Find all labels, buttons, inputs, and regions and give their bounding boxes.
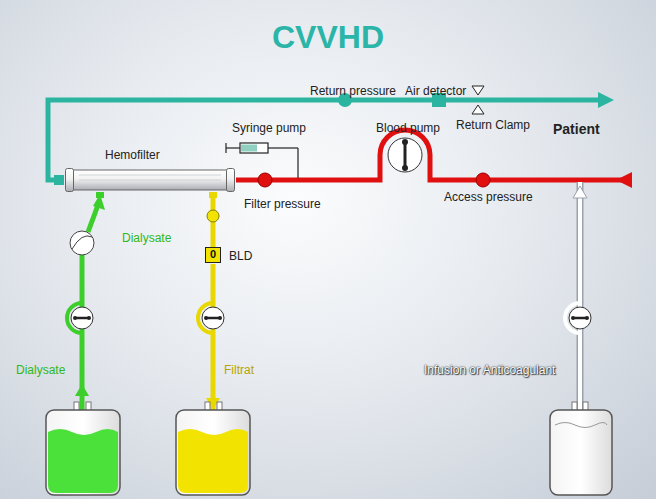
clamp-label: Return Clamp — [456, 118, 530, 132]
blood-pump — [388, 138, 422, 172]
dialysate-line — [46, 192, 120, 495]
dialysate-heater — [70, 231, 94, 255]
sensor-label: Air detector — [405, 84, 466, 98]
hemofilter-body — [65, 168, 235, 192]
return-clamp — [472, 86, 484, 114]
sensor-label: Return pressure — [310, 84, 396, 98]
infusion-pump — [565, 303, 591, 333]
detector-box: 0BLD — [205, 247, 221, 263]
line-label: Filtrat — [224, 363, 254, 377]
filtrate-pressure-sensor — [207, 210, 219, 222]
diagram-title: CVVHD — [0, 18, 656, 56]
filter-pressure-sensor — [258, 173, 272, 187]
line-label: Infusion or Anticoagulant — [424, 363, 555, 377]
dialysate-bag — [46, 402, 120, 495]
filtrate-pump — [198, 303, 224, 333]
pump-label: Syringe pump — [232, 121, 306, 135]
infusion-bag — [550, 402, 612, 495]
node-label: 0 — [206, 248, 220, 261]
access-line — [226, 130, 632, 188]
access-pressure-sensor — [476, 173, 490, 187]
sensor-label: Filter pressure — [244, 197, 321, 211]
syringe-pump — [226, 143, 298, 178]
node-caption: BLD — [229, 250, 252, 263]
line-label: Dialysate — [16, 363, 65, 377]
filtrate-bag — [176, 402, 250, 495]
hemofilter: Hemofilter — [65, 168, 235, 192]
dialysate-pump — [67, 303, 93, 333]
filtrate-line — [176, 192, 250, 495]
line-label: Dialysate — [122, 231, 171, 245]
infusion-line — [550, 182, 612, 495]
node-label: Hemofilter — [105, 148, 160, 162]
patient-label: Patient — [553, 122, 600, 136]
pump-label: Blood pump — [376, 121, 440, 135]
sensor-label: Access pressure — [444, 190, 533, 204]
